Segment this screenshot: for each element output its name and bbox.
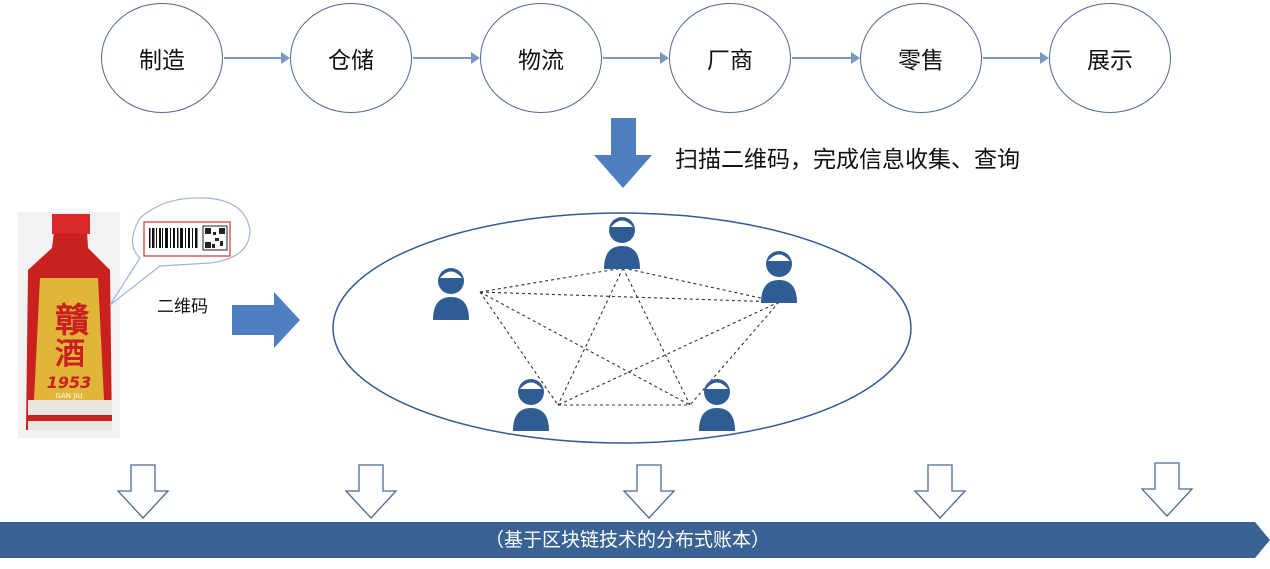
ledger-label: （基于区块链技术的分布式账本） (484, 529, 770, 551)
network-ellipse (332, 212, 912, 444)
stage-label: 厂商 (707, 48, 753, 74)
stage-label: 物流 (518, 48, 564, 74)
stage-label: 零售 (898, 48, 944, 74)
stage-label: 制造 (139, 48, 185, 74)
code-bubble (109, 197, 251, 306)
stage-label: 展示 (1087, 48, 1133, 74)
hollow-down-arrow (116, 464, 170, 519)
user-node-icon (513, 379, 549, 431)
flow-arrow (603, 52, 669, 64)
ledger-bar (0, 522, 1270, 558)
hollow-down-arrow (1140, 462, 1194, 517)
stage-circle-manufacturer: 厂商 (669, 3, 791, 113)
scan-instruction-text: 扫描二维码，完成信息收集、查询 (675, 147, 1020, 173)
stage-circle-manufacture: 制造 (101, 3, 223, 113)
liquor-bottle: 贛 酒 1953 GAN JIU (18, 212, 120, 438)
stage-circle-logistics: 物流 (480, 3, 602, 113)
ledger-down-arrows (116, 462, 1194, 519)
flow-arrow (983, 52, 1049, 64)
user-node-icon (604, 217, 640, 269)
barcode-icon (149, 228, 198, 248)
network-links (479, 267, 780, 406)
user-node-icon (761, 251, 797, 303)
qr-code-label: 二维码 (157, 297, 208, 317)
user-node-icon (699, 379, 735, 431)
hollow-down-arrow (913, 464, 967, 519)
qr-code-icon (202, 225, 228, 251)
flow-arrow (224, 52, 290, 64)
stage-circle-storage: 仓储 (290, 3, 412, 113)
bottle-year-text: 1953 (47, 373, 92, 392)
stage-circle-display: 展示 (1049, 3, 1171, 113)
bottle-brand-text-2: 酒 (55, 337, 85, 372)
scan-down-arrow (594, 118, 652, 188)
bottle-brand-text: 贛 (55, 301, 90, 341)
flow-arrow (792, 52, 860, 64)
bottle-sub-text: GAN JIU (56, 392, 83, 400)
user-node-icon (433, 268, 469, 320)
stage-label: 仓储 (328, 48, 374, 74)
flow-arrow (413, 52, 480, 64)
hollow-down-arrow (344, 464, 398, 519)
qr-right-arrow (232, 292, 300, 348)
stage-circle-retail: 零售 (860, 3, 982, 113)
hollow-down-arrow (622, 464, 676, 519)
